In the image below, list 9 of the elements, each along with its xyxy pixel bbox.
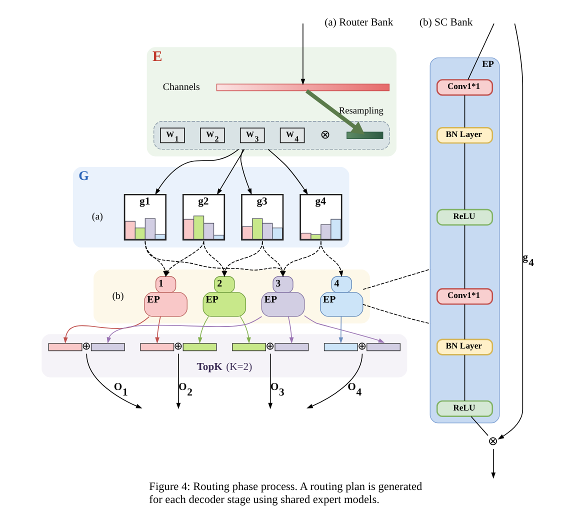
caption: Figure 4: Routing phase process. A routing plan is generated for each decoder stage using shared expert models.: [149, 481, 422, 506]
label: (b): [112, 290, 124, 302]
label: (b) SC Bank: [419, 17, 473, 28]
node-text: ⊗: [488, 434, 498, 448]
edge-label: Resampling: [338, 106, 384, 117]
node-text: ⊗: [320, 127, 330, 142]
label: (a) Router Bank: [324, 17, 394, 28]
label: Channels: [162, 82, 200, 93]
label: (a): [92, 212, 103, 223]
